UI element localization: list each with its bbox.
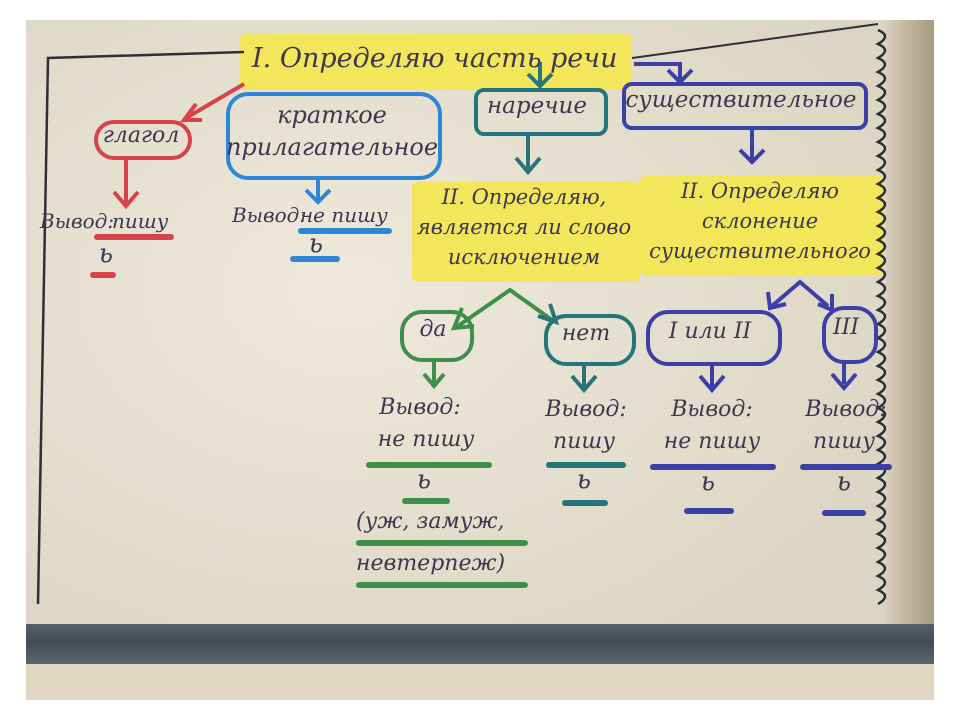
decl3-underline [800, 464, 892, 470]
yes-underline [366, 462, 492, 468]
yes-exceptions-underline-2 [356, 582, 528, 588]
book-edge [886, 20, 934, 700]
noun-step2-line2: склонение [701, 209, 819, 233]
arrowhead-decl12-down [698, 374, 726, 394]
verb-label: глагол [102, 123, 180, 148]
decl3-conclusion-prefix: Вывод: [805, 397, 887, 422]
adverb-step2-line2: является ли слово [416, 215, 632, 239]
short-adj-conclusion-verb: не пишу [300, 203, 388, 227]
noun-step2-line1: II. Определяю [680, 179, 840, 203]
decl12-label: I или II [668, 319, 752, 344]
page-bottom-area [26, 664, 934, 700]
no-letter: ь [576, 465, 592, 495]
arrow-to-verb [184, 82, 246, 120]
adverb-step2-line3: исключением [447, 245, 601, 269]
verb-letter: ь [98, 239, 114, 269]
short-adj-conclusion-prefix: Вывод: [232, 203, 307, 227]
arrowhead-decl12 [766, 291, 787, 311]
decl3-conclusion-verb: пишу [813, 429, 875, 454]
no-label: нет [561, 321, 611, 346]
yes-letter: ь [416, 465, 432, 495]
no-underline [546, 462, 626, 468]
adverb-box [474, 88, 608, 136]
short-adj-label-1: краткое [277, 101, 387, 129]
step1-highlight [240, 34, 632, 90]
short-adj-letter-underline [290, 256, 340, 262]
noun-step2-highlight [640, 176, 884, 276]
yes-box [400, 310, 474, 362]
yes-exceptions-underline-1 [356, 540, 528, 546]
bottom-border-bar [26, 624, 934, 664]
short-adj-letter: ь [308, 229, 324, 259]
short-adj-label-2: прилагательное [225, 133, 439, 161]
arrow-split-noun [770, 279, 830, 308]
noun-label: существительное [625, 87, 857, 113]
adverb-label: наречие [487, 93, 587, 119]
decl3-label: III [832, 315, 860, 340]
adverb-step2-highlight [412, 182, 640, 282]
spiral-binding [875, 28, 887, 606]
decl3-letter-underline [822, 510, 866, 516]
decl12-letter: ь [700, 467, 716, 497]
no-conclusion-prefix: Вывод: [545, 397, 627, 422]
arrowhead-verb-down [112, 190, 140, 210]
decl12-letter-underline [684, 508, 734, 514]
arrowhead-adverb [526, 72, 554, 89]
noun-box [622, 82, 868, 130]
yes-letter-underline [402, 498, 450, 504]
yes-conclusion-prefix: Вывод: [379, 395, 461, 420]
step1-title: I. Определяю часть речи [252, 43, 618, 74]
decl12-underline [650, 464, 776, 470]
decl12-box [646, 310, 782, 366]
arrow-to-noun [634, 62, 682, 80]
verb-conclusion-prefix: Вывод: [40, 209, 115, 233]
arrowhead-no-down [570, 374, 598, 394]
no-box [544, 314, 636, 366]
arrowhead-adverb-down [514, 156, 542, 176]
short-adj-underline [298, 228, 392, 234]
yes-label: да [419, 317, 447, 342]
page-frame [36, 50, 245, 605]
decl12-conclusion-prefix: Вывод: [671, 397, 753, 422]
yes-exceptions-line2: невтерпеж) [356, 551, 506, 576]
yes-conclusion-verb: не пишу [377, 427, 475, 452]
verb-conclusion-verb: пишу [112, 209, 169, 233]
no-conclusion-verb: пишу [553, 429, 615, 454]
short-adj-box [226, 92, 442, 180]
verb-underline [94, 234, 174, 240]
arrowhead-verb [180, 102, 202, 122]
arrowhead-noun-down [738, 148, 766, 165]
verb-box [94, 120, 192, 160]
arrowhead-decl3-down [830, 372, 858, 392]
noun-step2-line3: существительного [649, 239, 871, 263]
no-letter-underline [562, 500, 608, 506]
arrowhead-adj-down [304, 188, 332, 205]
adverb-step2-line1: II. Определяю, [441, 185, 607, 209]
decl3-box [822, 306, 878, 364]
decl12-conclusion-verb: не пишу [663, 429, 761, 454]
page-frame-right [631, 23, 879, 59]
verb-letter-underline [90, 272, 116, 278]
yes-exceptions-line1: (уж, замуж, [356, 509, 505, 534]
arrowhead-yes-down [422, 372, 446, 390]
arrow-split-adverb [456, 287, 554, 328]
decl3-letter: ь [836, 467, 852, 497]
